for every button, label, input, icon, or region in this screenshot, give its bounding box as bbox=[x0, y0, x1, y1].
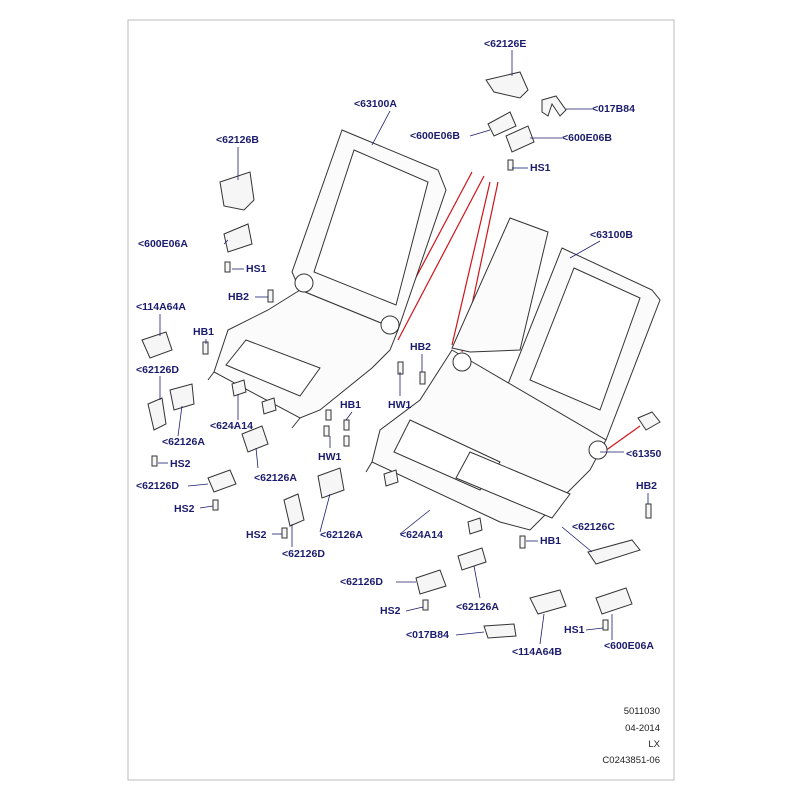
fastener-hs1-right bbox=[602, 619, 609, 631]
label-63100B: <63100B bbox=[590, 229, 633, 241]
part-600E06A-left bbox=[223, 223, 253, 253]
part-600E06B-left bbox=[487, 111, 517, 137]
fastener-hb1-mid-b bbox=[343, 419, 350, 431]
label-62126D-top: <62126D bbox=[136, 364, 179, 376]
part-114A64B bbox=[529, 589, 567, 615]
fastener-hs2-top bbox=[151, 455, 158, 467]
part-600E06B-right bbox=[505, 125, 535, 153]
fastener-hs2-bottom bbox=[422, 599, 429, 611]
fastener-hw1-left bbox=[323, 425, 330, 437]
label-hb2-mid: HB2 bbox=[410, 341, 432, 353]
part-624A14-right bbox=[383, 469, 399, 487]
label-hs2-bottom: HS2 bbox=[380, 605, 401, 617]
label-624A14-right: <624A14 bbox=[400, 529, 443, 541]
label-600E06B-right: <600E06B bbox=[562, 132, 612, 144]
part-62126A-mid bbox=[241, 425, 269, 453]
label-62126B: <62126B bbox=[216, 134, 259, 146]
fastener-hb1-mid bbox=[325, 409, 332, 421]
part-017B84-bottom bbox=[483, 623, 517, 639]
part-62126D-bottom bbox=[415, 569, 447, 595]
label-hs1-right: HS1 bbox=[564, 624, 585, 636]
fastener-hs2-mid bbox=[212, 499, 219, 511]
fastener-hb2-mid bbox=[397, 361, 404, 375]
part-624A14-right-b bbox=[467, 517, 483, 535]
meta-model: LX bbox=[648, 739, 660, 750]
label-hb1-mid: HB1 bbox=[340, 399, 362, 411]
label-hw1-left: HW1 bbox=[318, 451, 342, 463]
label-hs1-left: HS1 bbox=[246, 263, 267, 275]
label-017B84-top: <017B84 bbox=[592, 103, 635, 115]
part-61350 bbox=[637, 411, 661, 431]
label-hb1-left: HB1 bbox=[193, 326, 215, 338]
label-hs1-top: HS1 bbox=[530, 162, 551, 174]
label-62126A-bottom: <62126A bbox=[456, 601, 499, 613]
small-parts bbox=[141, 71, 661, 639]
part-62126A-top bbox=[169, 383, 195, 411]
part-62126A-bottom bbox=[457, 547, 487, 571]
part-62126E bbox=[485, 71, 529, 99]
label-hb2-right: HB2 bbox=[636, 480, 658, 492]
part-624A14-left-b bbox=[261, 397, 277, 415]
part-600E06A-right bbox=[595, 587, 633, 615]
part-62126D-top bbox=[147, 397, 167, 431]
label-62126D-low: <62126D bbox=[340, 576, 383, 588]
label-62126A-low: <62126A bbox=[320, 529, 363, 541]
fastener-hs1-top bbox=[507, 159, 514, 171]
part-62126D-mid bbox=[207, 469, 237, 493]
fastener-hb1-left bbox=[202, 341, 209, 355]
label-114A64B: <114A64B bbox=[512, 646, 562, 658]
label-62126C: <62126C bbox=[572, 521, 615, 533]
label-017B84-bottom: <017B84 bbox=[406, 629, 449, 641]
label-hs2-mid: HS2 bbox=[174, 503, 195, 515]
label-63100A: <63100A bbox=[354, 98, 397, 110]
left-seat-frame bbox=[207, 129, 447, 429]
label-600E06A-right: <600E06A bbox=[604, 640, 654, 652]
label-62126D-bottom: <62126D bbox=[282, 548, 325, 560]
label-61350: <61350 bbox=[626, 448, 662, 460]
label-62126A-top: <62126A bbox=[162, 436, 205, 448]
fastener-hb2-left bbox=[267, 289, 274, 303]
part-114A64A bbox=[141, 331, 173, 359]
fastener-hb2-mid-b bbox=[419, 371, 426, 385]
label-114A64A: <114A64A bbox=[136, 301, 186, 313]
label-hb1-right: HB1 bbox=[540, 535, 562, 547]
fastener-hw1-left-b bbox=[343, 435, 350, 447]
part-62126C bbox=[587, 539, 641, 565]
label-hs2-low: HS2 bbox=[246, 529, 267, 541]
label-62126E: <62126E bbox=[484, 38, 527, 50]
part-62126D-low bbox=[283, 493, 305, 527]
part-624A14-left bbox=[231, 379, 247, 397]
leader-lines bbox=[158, 50, 649, 645]
fastener-hs2-low bbox=[281, 527, 288, 539]
label-600E06B-left: <600E06B bbox=[410, 130, 460, 142]
label-600E06A-left: <600E06A bbox=[138, 238, 188, 250]
meta-date: 04-2014 bbox=[625, 723, 660, 734]
part-62126B bbox=[219, 171, 255, 211]
fastener-hb2-right bbox=[645, 503, 652, 519]
label-62126D-mid: <62126D bbox=[136, 480, 179, 492]
label-624A14-left: <624A14 bbox=[210, 420, 253, 432]
label-hw1-right: HW1 bbox=[388, 399, 412, 411]
fastener-hb1-right bbox=[519, 535, 526, 549]
meta-code: 5011030 bbox=[623, 706, 660, 717]
label-hb2-left: HB2 bbox=[228, 291, 250, 303]
fastener-hs1-left bbox=[224, 261, 231, 273]
label-hs2-top: HS2 bbox=[170, 458, 191, 470]
right-seat-frame bbox=[365, 217, 661, 531]
meta-ref: C0243851-06 bbox=[602, 755, 660, 766]
label-62126A-mid: <62126A bbox=[254, 472, 297, 484]
part-017B84-top bbox=[541, 95, 567, 117]
part-62126A-low bbox=[317, 467, 345, 499]
